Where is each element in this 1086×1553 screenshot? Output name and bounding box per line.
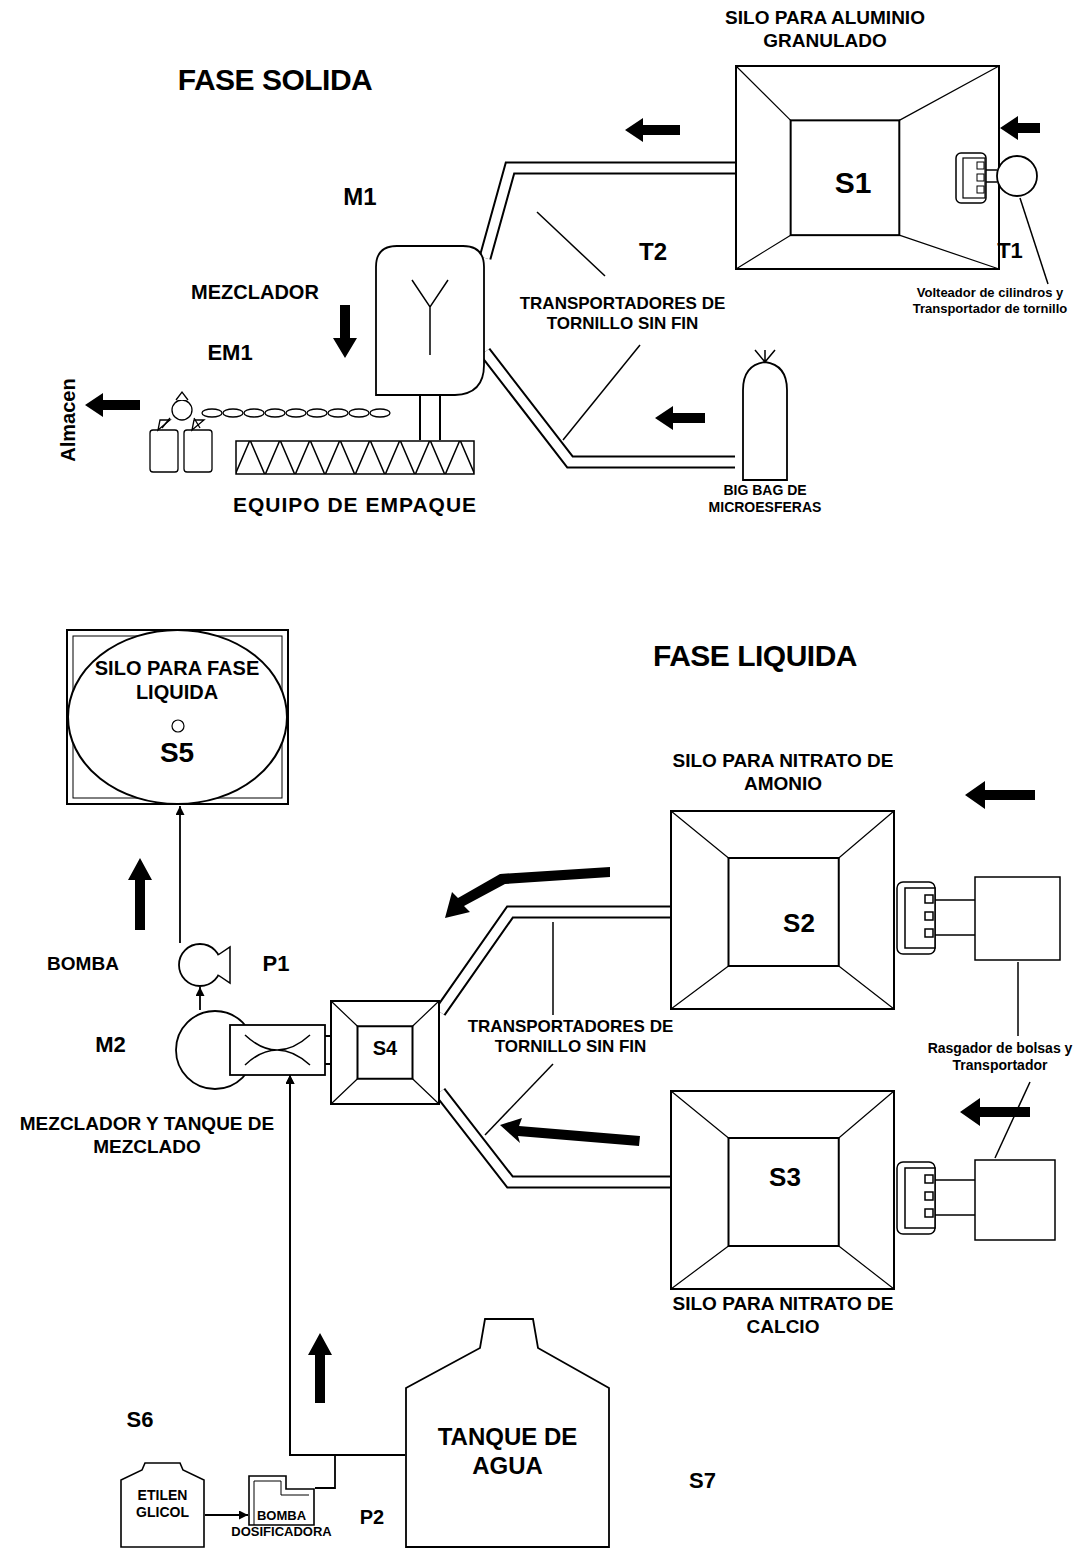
- node-outline: [375, 245, 485, 395]
- screw-conveyor: [440, 912, 670, 1012]
- node-outline: [735, 350, 795, 480]
- flow-arrow: [960, 1098, 1030, 1126]
- equipment-caption: BOMBA: [38, 953, 128, 976]
- rasgador-s3: [897, 1160, 1055, 1240]
- screw-conveyor: [485, 352, 735, 462]
- mixer: M1: [375, 245, 485, 395]
- silo: SILO PARA NITRATO DE AMONIOS2: [670, 810, 895, 1010]
- packed-bags: [150, 392, 212, 472]
- flow-arrow: [500, 1118, 640, 1146]
- callout-number: S2: [774, 908, 824, 939]
- flow-arrow: [85, 393, 140, 417]
- callout-number: T1: [990, 238, 1030, 264]
- equipment-caption: EQUIPO DE EMPAQUE: [195, 492, 515, 517]
- silo-heading: SILO PARA NITRATO DE AMONIO: [658, 750, 908, 796]
- callout-number: M2: [88, 1032, 133, 1058]
- equipment-caption: ETILEN GLICOL: [120, 1487, 205, 1521]
- pipe-line: [180, 806, 181, 943]
- dosing-pump: BOMBA DOSIFICADORAP2: [248, 1475, 315, 1525]
- section-title: FASE SOLIDA: [155, 62, 395, 98]
- silo-heading: SILO PARA FASE LIQUIDA: [82, 656, 272, 704]
- equipment-caption: Volteador de cilindros y Transportador d…: [900, 285, 1080, 316]
- pipe-line: [290, 1075, 405, 1455]
- callout-number: S5: [137, 736, 217, 770]
- node-outline: [65, 628, 290, 806]
- pipe-line: [290, 1075, 335, 1488]
- node-outline: [235, 440, 475, 475]
- leader-line: [485, 1064, 553, 1135]
- equipment-caption: MEZCLADOR Y TANQUE DE MEZCLADO: [7, 1113, 287, 1159]
- hopper: S4: [330, 1000, 440, 1105]
- sausage-chain: [202, 409, 390, 417]
- flow-arrow: [308, 1333, 332, 1403]
- callout-number: T2: [628, 238, 678, 267]
- flow-arrow: [655, 406, 705, 430]
- equipment-caption: BOMBA DOSIFICADORA: [226, 1508, 337, 1540]
- callout-number: S6: [115, 1407, 165, 1433]
- flow-arrow: [965, 781, 1035, 809]
- packing-conveyor: EQUIPO DE EMPAQUE: [235, 440, 475, 475]
- flow-arrow: [128, 858, 152, 930]
- callout-number: S7: [680, 1468, 725, 1494]
- node-outline: [175, 1010, 325, 1090]
- silo-heading: SILO PARA ALUMINIO GRANULADO: [705, 7, 945, 53]
- equipment-caption: Rasgador de bolsas y Transportador: [920, 1040, 1080, 1074]
- leader-line: [995, 1082, 1030, 1158]
- pipe-line: [205, 1515, 248, 1516]
- pipe-line: [200, 987, 201, 1010]
- node-outline: [670, 810, 895, 1010]
- screw-conveyor: [430, 395, 431, 440]
- screw-conveyor: [440, 1092, 670, 1182]
- node-outline: [955, 150, 1040, 205]
- flow-arrow: [625, 118, 680, 142]
- section-title: FASE LIQUIDA: [630, 638, 880, 674]
- vertical-label: Almacen: [56, 370, 80, 470]
- callout-number: P2: [352, 1505, 392, 1529]
- conveyor-label: TRANSPORTADORES DE TORNILLO SIN FIN: [490, 294, 755, 335]
- leader-line: [537, 212, 605, 276]
- rasgador-s2: [897, 877, 1060, 960]
- callout-number: EM1: [195, 340, 265, 366]
- callout-number: M1: [335, 183, 385, 212]
- equipment-caption: TANQUE DE AGUA: [405, 1423, 610, 1481]
- node-outline: [178, 943, 222, 987]
- glycol-drum: S6ETILEN GLICOL: [120, 1462, 205, 1548]
- water-tank: TANQUE DE AGUAS7: [405, 1318, 610, 1548]
- liquid-silo: SILO PARA FASE LIQUIDA S5: [65, 628, 290, 806]
- big-bag: BIG BAG DE MICROESFERAS: [735, 350, 795, 480]
- leader-line: [563, 345, 640, 440]
- silo-heading: SILO PARA NITRATO DE CALCIO: [658, 1293, 908, 1339]
- screw-conveyor: [485, 168, 735, 258]
- leader-line: [552, 922, 554, 1015]
- silo: SILO PARA NITRATO DE CALCIOS3: [670, 1090, 895, 1290]
- flow-arrow: [1000, 116, 1040, 140]
- cylinder-tipper: T1Volteador de cilindros y Transportador…: [955, 150, 1040, 205]
- callout-number: P1: [256, 951, 296, 977]
- mixing-tank: M2MEZCLADOR Y TANQUE DE MEZCLADO: [175, 1010, 325, 1090]
- callout-number: S4: [362, 1036, 408, 1060]
- equipment-caption: BIG BAG DE MICROESFERAS: [695, 482, 835, 516]
- conveyor-label: TRANSPORTADORES DE TORNILLO SIN FIN: [448, 1017, 693, 1058]
- equipment-caption: MEZCLADOR: [165, 280, 345, 304]
- pump: BOMBAP1: [178, 943, 222, 987]
- callout-number: S1: [823, 165, 883, 201]
- leader-line: [1017, 962, 1019, 1036]
- callout-number: S3: [760, 1162, 810, 1193]
- flow-arrow: [333, 305, 357, 358]
- leader-line: [1020, 198, 1048, 284]
